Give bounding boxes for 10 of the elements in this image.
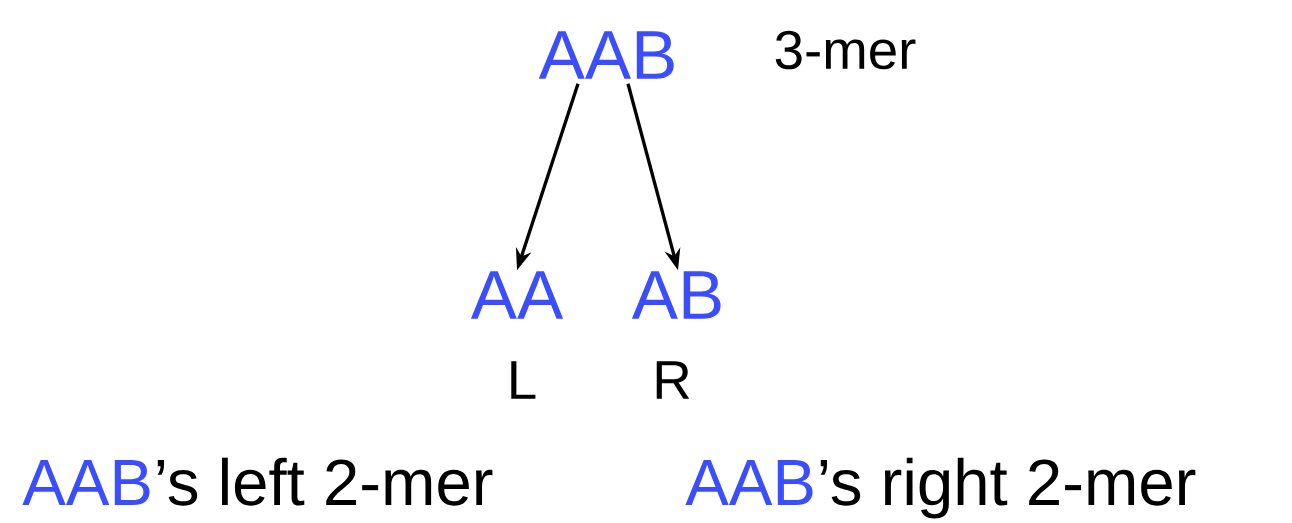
label-text: ’s left 2-mer [157,457,493,506]
kmer-text: AAB [538,31,674,79]
label-text: AAB [22,460,150,505]
label-text: AAB [685,460,813,505]
annotation-text: 3-mer [775,30,916,70]
label-text: ’s right 2-mer [820,457,1196,519]
annotation-text: R [656,361,690,399]
kmer-text: AB [631,271,721,319]
kmer-text: AA [470,271,564,319]
annotation-text: L [511,361,536,399]
